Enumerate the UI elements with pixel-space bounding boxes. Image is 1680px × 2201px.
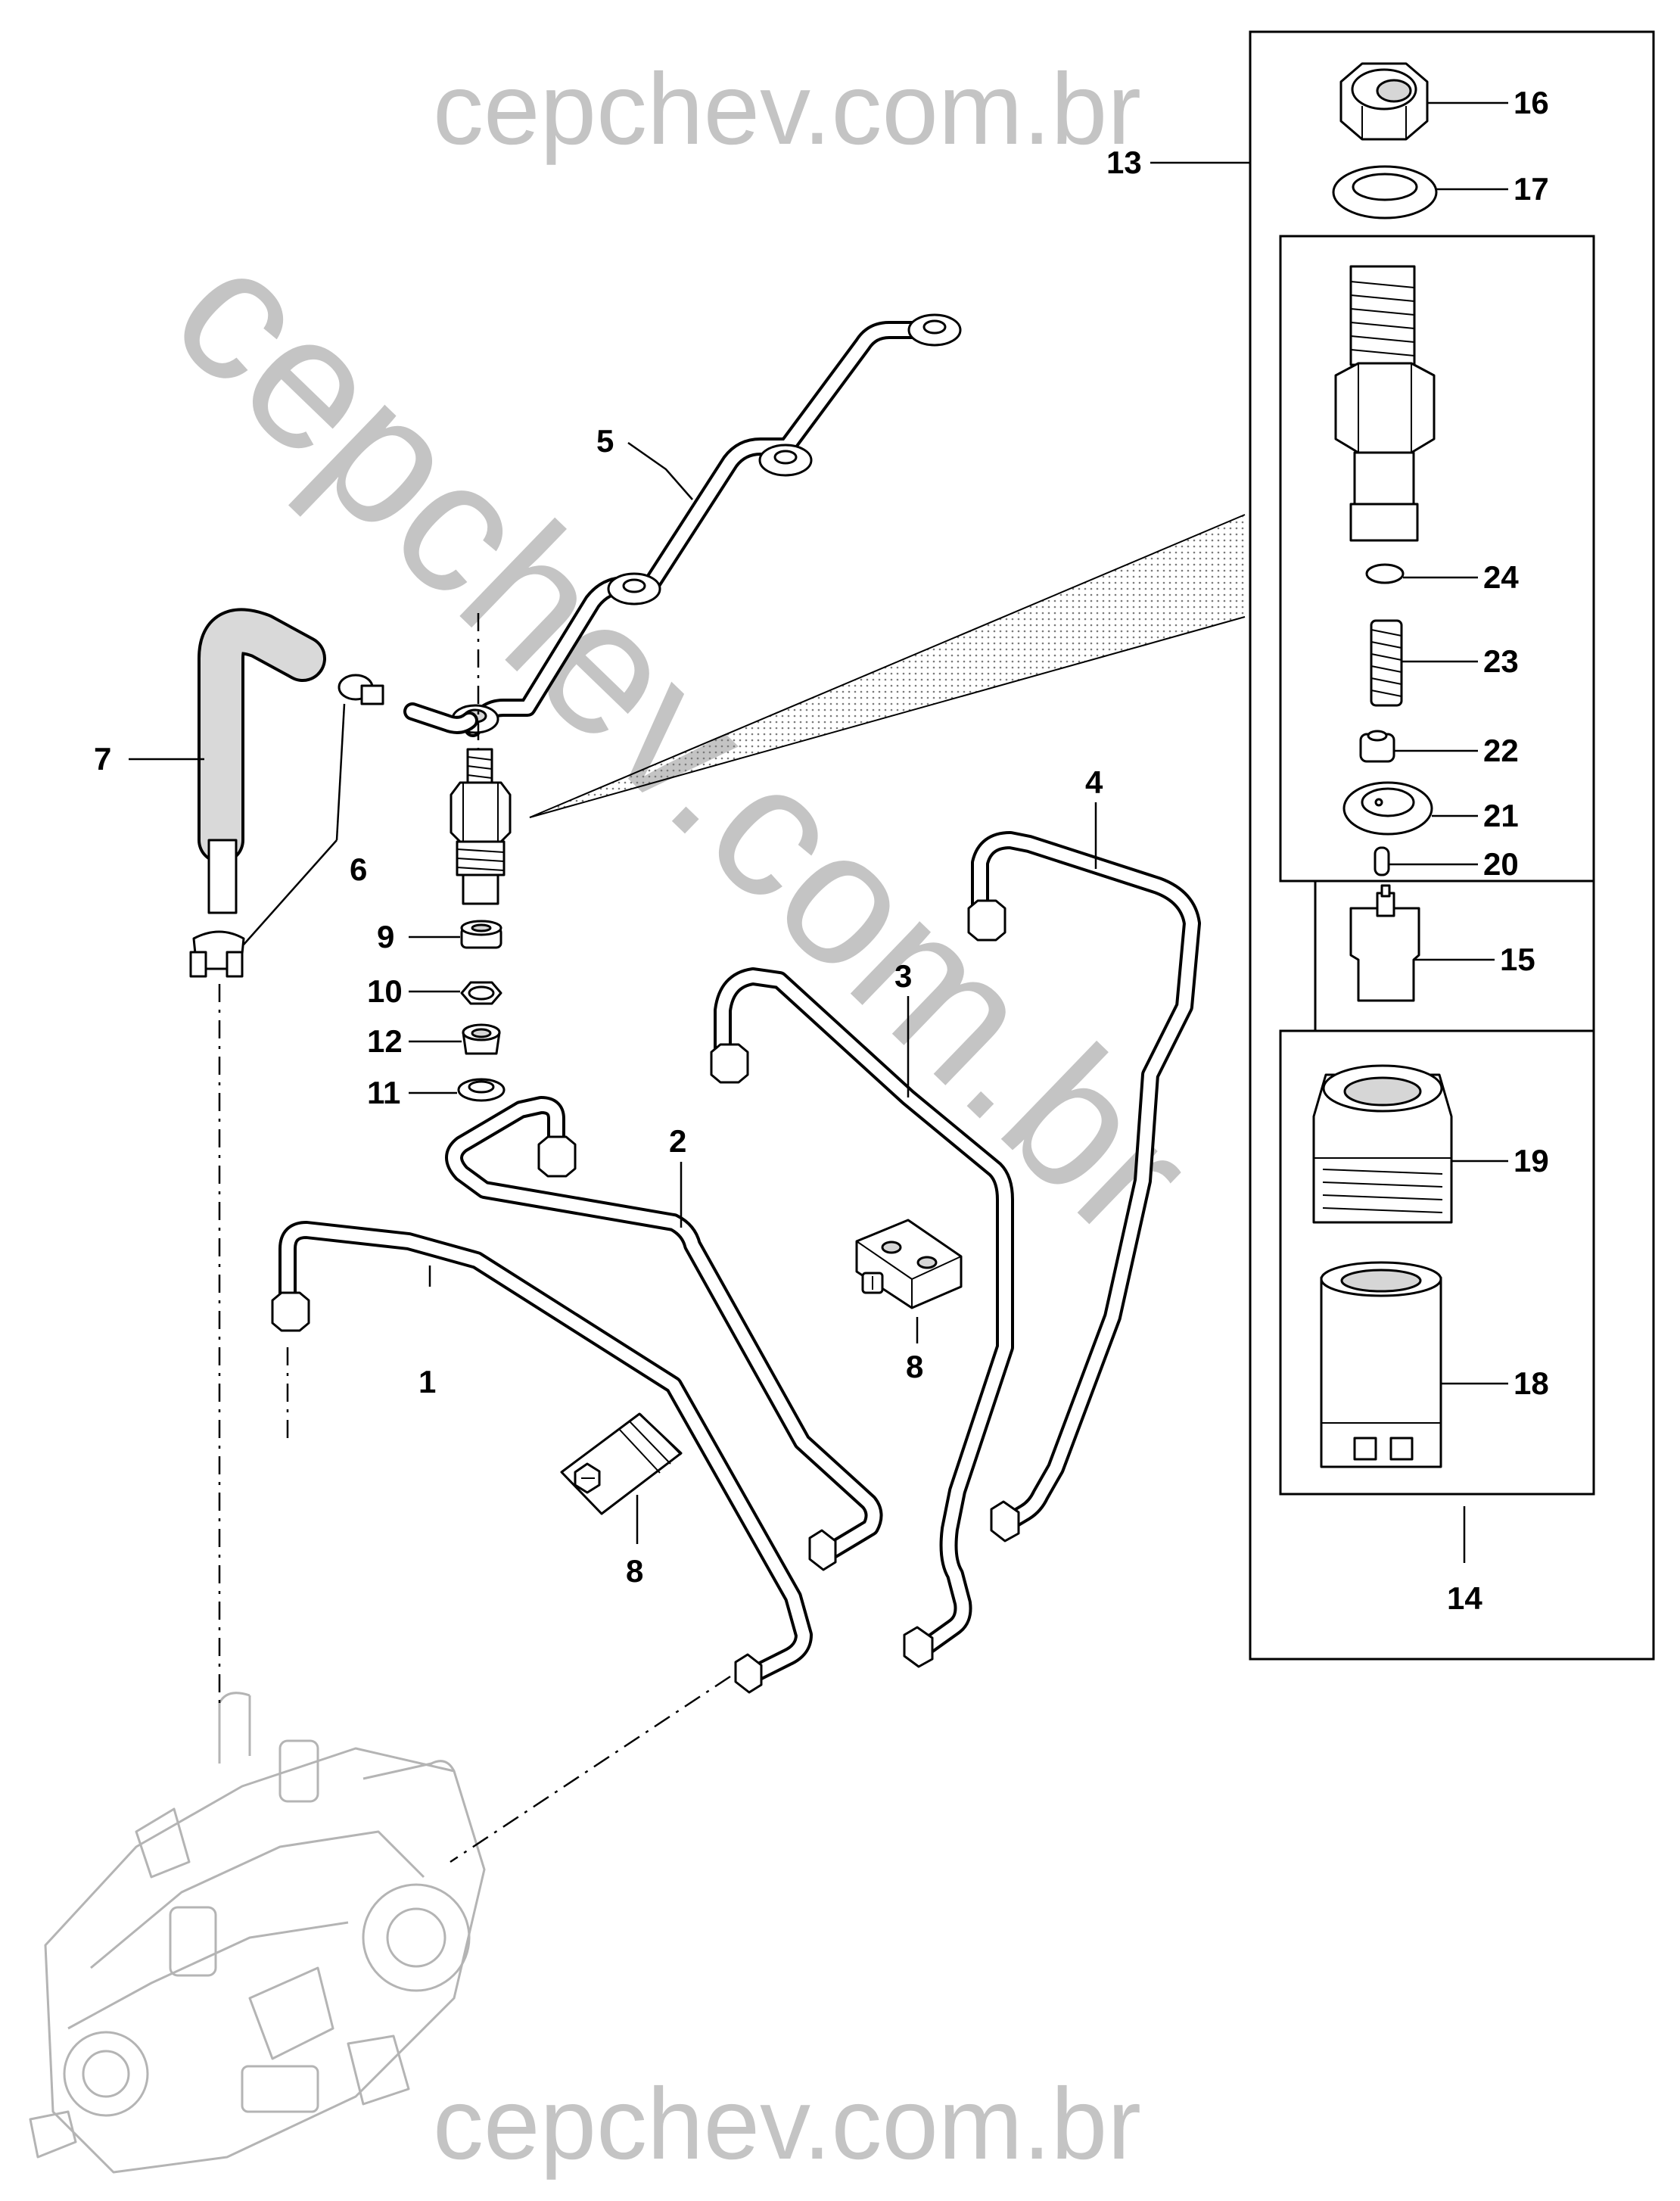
part-6-hose-clamp-upper: [338, 674, 384, 705]
callout-1: 1: [418, 1364, 436, 1399]
part-6-hose-clamp-lower: [189, 930, 245, 978]
part-9-seal-washer: [460, 920, 502, 949]
part-8-pipe-clamp-upper: [855, 1219, 963, 1309]
part-22-spring-seat: [1359, 730, 1395, 763]
part-12-heat-shield: [462, 1023, 501, 1055]
callout-16: 16: [1514, 85, 1549, 120]
callout-11: 11: [367, 1075, 400, 1110]
nozzle-holder-frame: [1279, 235, 1595, 883]
callout-10: 10: [367, 973, 403, 1009]
part-16-nut: [1339, 62, 1429, 141]
part-11-seal-ring: [457, 1078, 506, 1102]
short-return-pipe: [403, 702, 478, 734]
callout-6: 6: [350, 851, 367, 887]
nozzle-holder-body: [1334, 265, 1436, 542]
leader-lines: [129, 101, 1508, 1563]
part-18-retaining-sleeve: [1320, 1261, 1442, 1468]
watermark-bottom: cepchev.com.br: [433, 2068, 1141, 2181]
callout-21: 21: [1483, 798, 1519, 833]
injection-pump-background: [29, 1692, 486, 2174]
part-17-washer: [1332, 165, 1438, 219]
callout-5: 5: [596, 423, 614, 459]
callout-17: 17: [1514, 171, 1549, 207]
part-5-leak-off-line: [451, 313, 962, 737]
callout-23: 23: [1483, 643, 1519, 679]
part-20-pin: [1374, 846, 1390, 876]
callout-18: 18: [1514, 1365, 1549, 1401]
callout-8-upper: 8: [906, 1349, 923, 1384]
callout-12: 12: [367, 1023, 403, 1059]
part-4-injection-pipe: [967, 831, 1201, 1543]
part-1-injection-pipe: [271, 1221, 813, 1694]
part-2-injection-pipe: [445, 1096, 883, 1571]
part-24-shim: [1365, 563, 1405, 584]
watermark-top: cepchev.com.br: [433, 53, 1141, 166]
callout-14: 14: [1447, 1580, 1482, 1616]
callout-20: 20: [1483, 846, 1519, 882]
part-3-injection-pipe: [710, 967, 1014, 1668]
callout-8-lower: 8: [626, 1553, 643, 1589]
callout-13: 13: [1106, 145, 1142, 180]
callout-3: 3: [894, 958, 912, 994]
callout-22: 22: [1483, 733, 1519, 768]
part-10-lock-washer: [460, 981, 502, 1005]
part-23-spring: [1370, 619, 1403, 707]
part-7-return-hose: [198, 608, 326, 914]
callout-7: 7: [94, 741, 111, 777]
callout-19: 19: [1514, 1143, 1549, 1178]
callout-24: 24: [1483, 559, 1519, 595]
watermark-diagonal: cepchev.com.br: [135, 206, 1232, 1276]
part-21-intermediate-disc: [1342, 781, 1433, 836]
part-8-pipe-clamp-lower: [560, 1412, 683, 1515]
assembly-frame-13: [1249, 30, 1655, 1661]
part-19-nozzle-nut: [1312, 1064, 1453, 1224]
callout-15: 15: [1500, 942, 1535, 977]
callout-4: 4: [1085, 764, 1103, 800]
injector-assembly: [450, 748, 512, 905]
assembly-frame-14: [1279, 1029, 1595, 1496]
callout-9: 9: [377, 919, 394, 954]
part-15-nozzle: [1349, 884, 1420, 1002]
callout-2: 2: [669, 1123, 686, 1159]
